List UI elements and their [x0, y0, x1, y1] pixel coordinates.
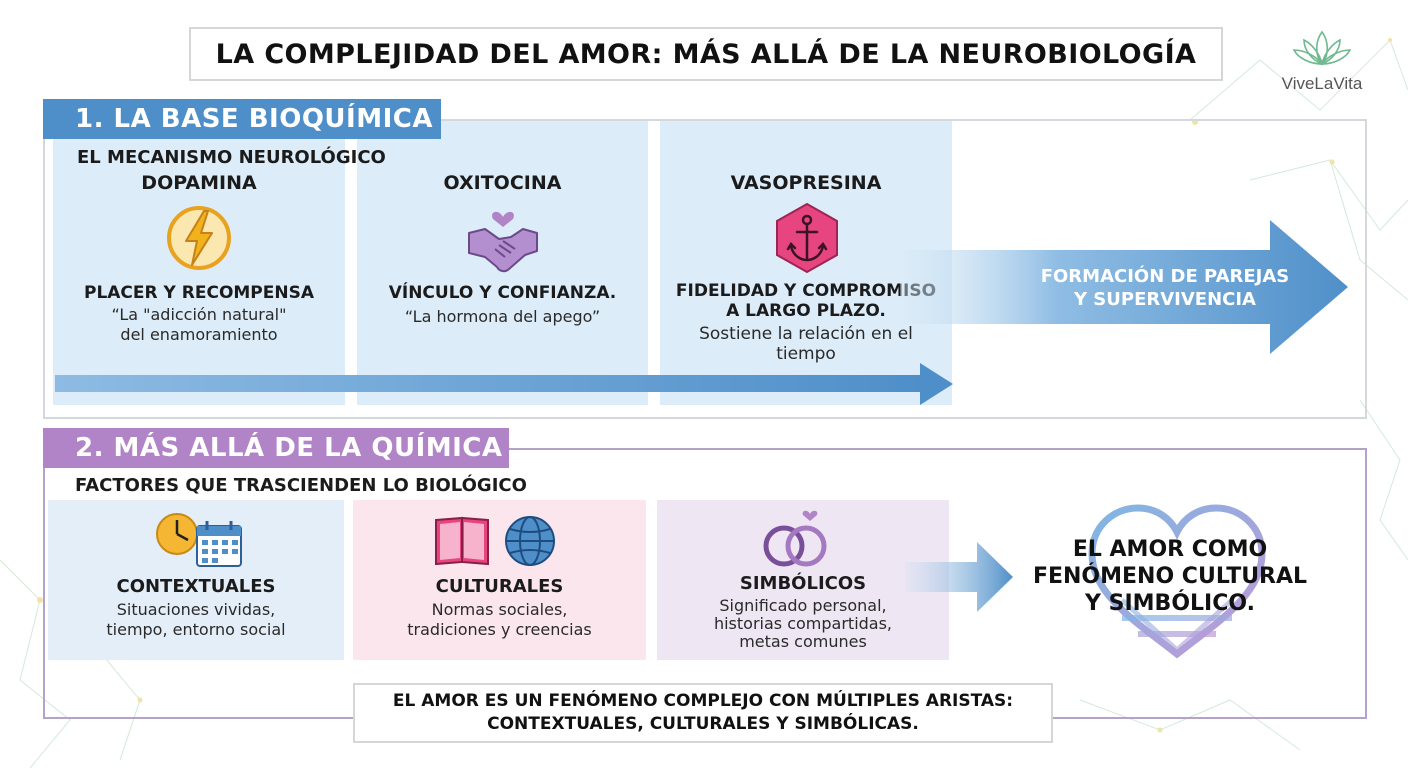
cultural-title: CULTURALES [435, 576, 564, 597]
conclusion-line-2: FENÓMENO CULTURAL [1032, 564, 1308, 589]
clock-calendar-icon [156, 513, 242, 567]
progress-arrow [55, 363, 953, 405]
conclusion-text: EL AMOR COMO FENÓMENO CULTURAL Y SIMBÓLI… [1010, 536, 1330, 617]
logo-text: ViveLaVita [1281, 74, 1363, 93]
vasopressin-text-2: tiempo [776, 344, 836, 364]
summary-line-2: CONTEXTUALES, CULTURALES Y SIMBÓLICAS. [487, 714, 919, 734]
vasopressin-subtitle-1: FIDELIDAD Y COMPROMISO [675, 281, 937, 301]
lotus-icon [1292, 30, 1352, 66]
conclusion-line-3: Y SIMBÓLICO. [1085, 591, 1255, 616]
vasopressin-title: VASOPRESINA [730, 172, 882, 194]
section1-heading: 1. LA BASE BIOQUÍMICA [43, 99, 441, 139]
symbolic-text-3: metas comunes [739, 632, 867, 651]
heart-outline-icon [1088, 504, 1266, 659]
dopamine-title: DOPAMINA [141, 172, 257, 194]
section2-subheading: FACTORES QUE TRASCIENDEN LO BIOLÓGICO [75, 475, 527, 496]
dopamine-subtitle: PLACER Y RECOMPENSA [83, 283, 315, 303]
cultural-text-2: tradiciones y creencias [407, 620, 592, 639]
rings-icon [763, 510, 827, 567]
dopamine-text-1: “La "adicción natural" [111, 305, 287, 324]
handshake-heart-icon [468, 211, 538, 273]
outcome-label-1: FORMACIÓN DE PAREJAS [1040, 266, 1290, 287]
oxytocin-text-1: “La hormona del apego” [404, 307, 601, 326]
summary-line-1: EL AMOR ES UN FENÓMENO COMPLEJO CON MÚLT… [392, 691, 1014, 711]
conclusion-line-1: EL AMOR COMO [1072, 537, 1268, 562]
outcome-label-2: Y SUPERVIVENCIA [1074, 289, 1256, 310]
cultural-text-1: Normas sociales, [431, 600, 568, 619]
symbolic-text-1: Significado personal, [719, 596, 887, 615]
vasopressin-subtitle-2: A LARGO PLAZO. [726, 301, 886, 321]
symbolic-title: SIMBÓLICOS [739, 573, 867, 594]
oxytocin-subtitle: VÍNCULO Y CONFIANZA. [388, 283, 617, 303]
oxytocin-title: OXITOCINA [443, 172, 562, 194]
conclusion-arrow [905, 542, 1013, 612]
page-title: LA COMPLEJIDAD DEL AMOR: MÁS ALLÁ DE LA … [189, 27, 1223, 81]
book-globe-icon [435, 516, 555, 566]
contextual-text-1: Situaciones vividas, [116, 600, 276, 619]
contextual-title: CONTEXTUALES [116, 576, 276, 597]
lightning-icon [167, 206, 231, 270]
anchor-hexagon-icon [776, 202, 838, 274]
vasopressin-text-1: Sostiene la relación en el [699, 324, 913, 344]
cultural-card [353, 500, 646, 660]
section1-frame [43, 119, 1367, 419]
brand-logo: ViveLaVita [1272, 28, 1372, 98]
contextual-text-2: tiempo, entorno social [106, 620, 286, 639]
symbolic-text-2: historias compartidas, [713, 614, 893, 633]
section2-heading: 2. MÁS ALLÁ DE LA QUÍMICA [43, 428, 509, 468]
section1-subheading: EL MECANISMO NEUROLÓGICO [77, 147, 386, 168]
outcome-arrow [900, 220, 1348, 354]
summary-box: EL AMOR ES UN FENÓMENO COMPLEJO CON MÚLT… [353, 683, 1053, 743]
dopamine-text-2: del enamoramiento [120, 325, 278, 344]
